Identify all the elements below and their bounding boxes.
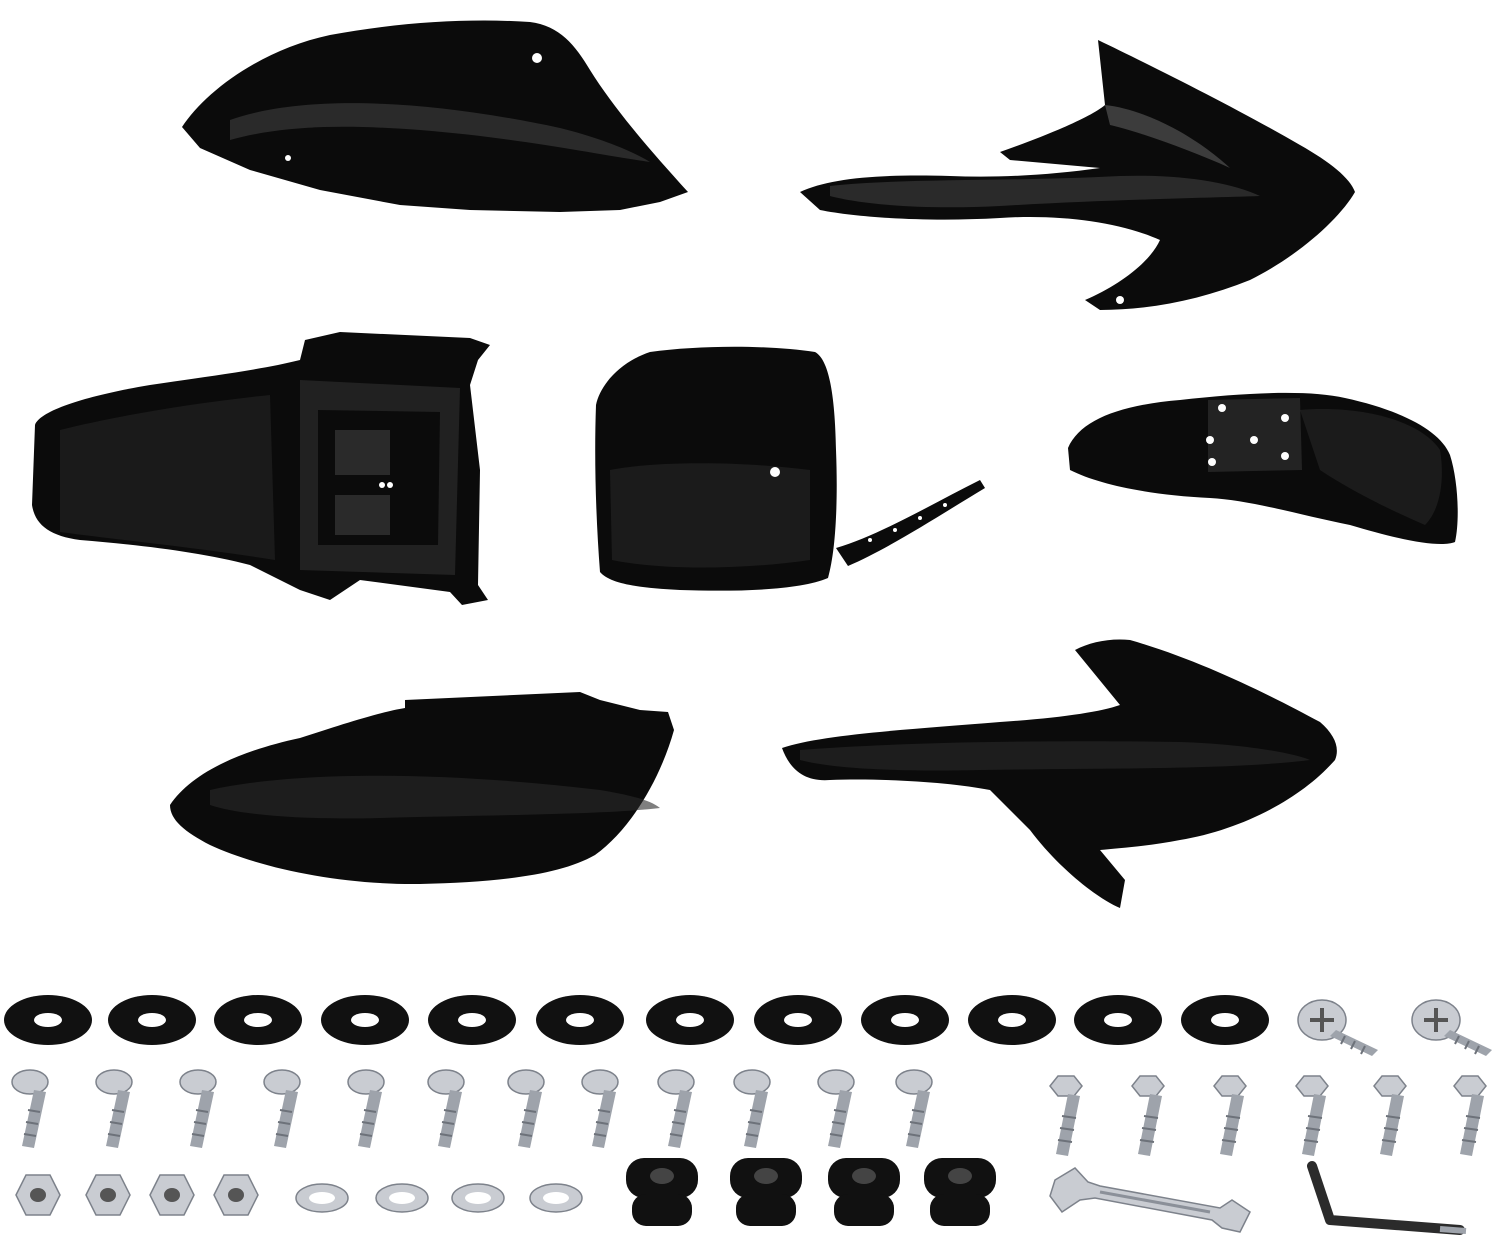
hex-nut-icon bbox=[15, 1174, 61, 1216]
flange-bolt-icon bbox=[507, 1069, 545, 1148]
right-side-panel-icon bbox=[170, 692, 674, 885]
rubber-washer-icon bbox=[428, 995, 516, 1045]
flange-bolt-icon bbox=[895, 1069, 933, 1148]
right-radiator-shroud-icon bbox=[800, 40, 1355, 310]
hex-nut-icon bbox=[85, 1174, 131, 1216]
front-number-plate-icon bbox=[595, 346, 985, 591]
hex-bolt-icon bbox=[1453, 1075, 1487, 1156]
left-side-panel-icon bbox=[182, 20, 688, 212]
rubber-washer-icon bbox=[754, 995, 842, 1045]
hex-bolt-icon bbox=[1131, 1075, 1165, 1156]
phillips-screw-icon bbox=[1297, 999, 1378, 1056]
flange-bolt-icon bbox=[347, 1069, 385, 1148]
rubber-washer-icon bbox=[1074, 995, 1162, 1045]
hex-nut-icon bbox=[213, 1174, 259, 1216]
rubber-grommet-icon bbox=[730, 1158, 802, 1226]
hex-nut-row bbox=[15, 1174, 259, 1216]
rubber-grommet-row bbox=[626, 1158, 996, 1226]
rubber-washer-icon bbox=[861, 995, 949, 1045]
rubber-washer-icon bbox=[108, 995, 196, 1045]
flat-washer-icon bbox=[529, 1183, 583, 1213]
flange-bolt-icon bbox=[733, 1069, 771, 1148]
rubber-washer-icon bbox=[646, 995, 734, 1045]
flange-bolt-icon bbox=[11, 1069, 49, 1148]
rubber-grommet-icon bbox=[828, 1158, 900, 1226]
hex-bolt-icon bbox=[1049, 1075, 1083, 1156]
flange-bolt-row bbox=[11, 1069, 933, 1148]
rubber-washer-icon bbox=[214, 995, 302, 1045]
rubber-washer-row bbox=[4, 995, 1269, 1045]
rubber-grommet-icon bbox=[924, 1158, 996, 1226]
flange-bolt-icon bbox=[179, 1069, 217, 1148]
hex-bolt-row bbox=[1049, 1075, 1487, 1156]
flange-bolt-icon bbox=[427, 1069, 465, 1148]
left-radiator-shroud-icon bbox=[782, 639, 1337, 908]
flat-washer-icon bbox=[295, 1183, 349, 1213]
flange-bolt-icon bbox=[657, 1069, 695, 1148]
hex-key-icon bbox=[1307, 1161, 1467, 1235]
flat-washer-icon bbox=[451, 1183, 505, 1213]
flange-bolt-icon bbox=[263, 1069, 301, 1148]
hex-bolt-icon bbox=[1295, 1075, 1329, 1156]
rear-fender-icon bbox=[32, 332, 490, 605]
hex-bolt-icon bbox=[1213, 1075, 1247, 1156]
rubber-washer-icon bbox=[536, 995, 624, 1045]
flange-bolt-icon bbox=[95, 1069, 133, 1148]
rubber-washer-icon bbox=[321, 995, 409, 1045]
flange-bolt-icon bbox=[817, 1069, 855, 1148]
flat-washer-row bbox=[295, 1183, 583, 1213]
flange-bolt-icon bbox=[581, 1069, 619, 1148]
rubber-washer-icon bbox=[4, 995, 92, 1045]
flat-washer-icon bbox=[375, 1183, 429, 1213]
front-fender-icon bbox=[1068, 392, 1458, 545]
rubber-grommet-icon bbox=[626, 1158, 698, 1226]
rubber-washer-icon bbox=[968, 995, 1056, 1045]
rubber-washer-icon bbox=[1181, 995, 1269, 1045]
phillips-screw-icon bbox=[1411, 999, 1492, 1056]
hex-bolt-icon bbox=[1373, 1075, 1407, 1156]
open-end-wrench-icon bbox=[1049, 1167, 1251, 1233]
hex-nut-icon bbox=[149, 1174, 195, 1216]
